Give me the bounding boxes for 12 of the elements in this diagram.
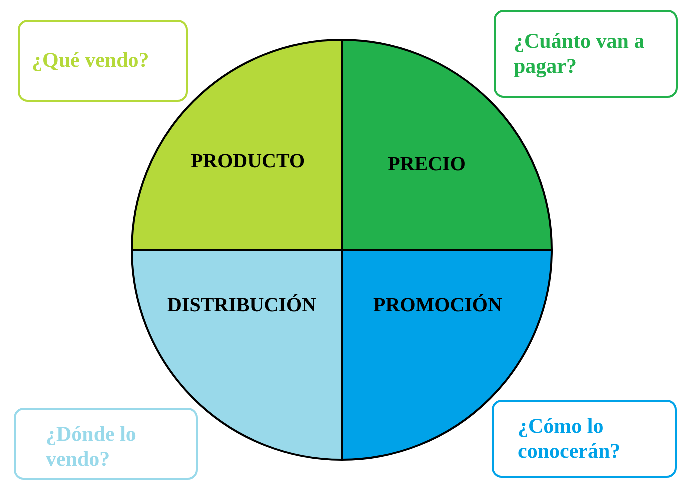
question-text: ¿Cuánto van a pagar? xyxy=(514,28,646,80)
question-text: ¿Dónde lo vendo? xyxy=(46,422,138,472)
quadrant-label: PROMOCIÓN xyxy=(374,294,502,318)
question-box xyxy=(14,408,198,480)
quadrant-label: DISTRIBUCIÓN xyxy=(168,294,316,318)
question-text: ¿Cómo lo conocerán? xyxy=(518,414,622,464)
question-box xyxy=(18,20,188,102)
question-box xyxy=(492,400,677,478)
quadrant-label: PRODUCTO xyxy=(190,150,306,174)
question-box xyxy=(494,10,678,98)
question-text: ¿Qué vendo? xyxy=(32,48,150,74)
quadrant-label: PRECIO xyxy=(388,154,466,176)
